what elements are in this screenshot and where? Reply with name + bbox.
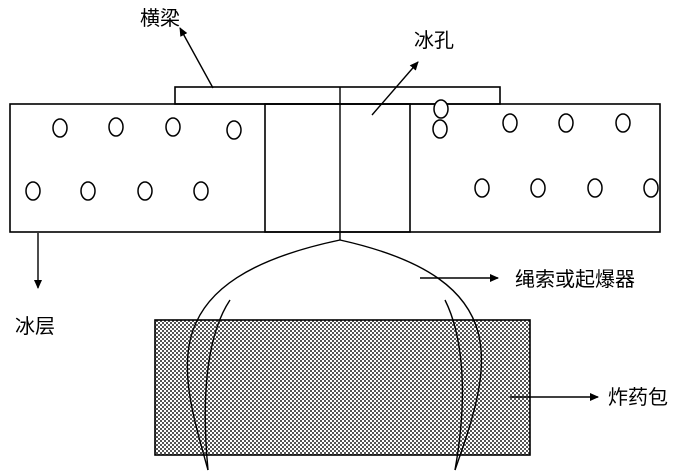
explosive-label: 炸药包 [608,385,668,409]
cross-beam [174,86,501,105]
explosive-charge [154,319,531,456]
rope-label: 绳索或起爆器 [515,267,635,291]
ice-layer-label: 冰层 [15,314,55,338]
beam-label: 横梁 [140,6,180,30]
ice-hole-label: 冰孔 [414,28,454,52]
ice-hole-arrow [371,61,419,116]
ice-hole [264,103,411,233]
ice-bubbles [25,99,659,201]
rope-detonator [186,87,483,471]
beam-arrow [179,27,214,89]
